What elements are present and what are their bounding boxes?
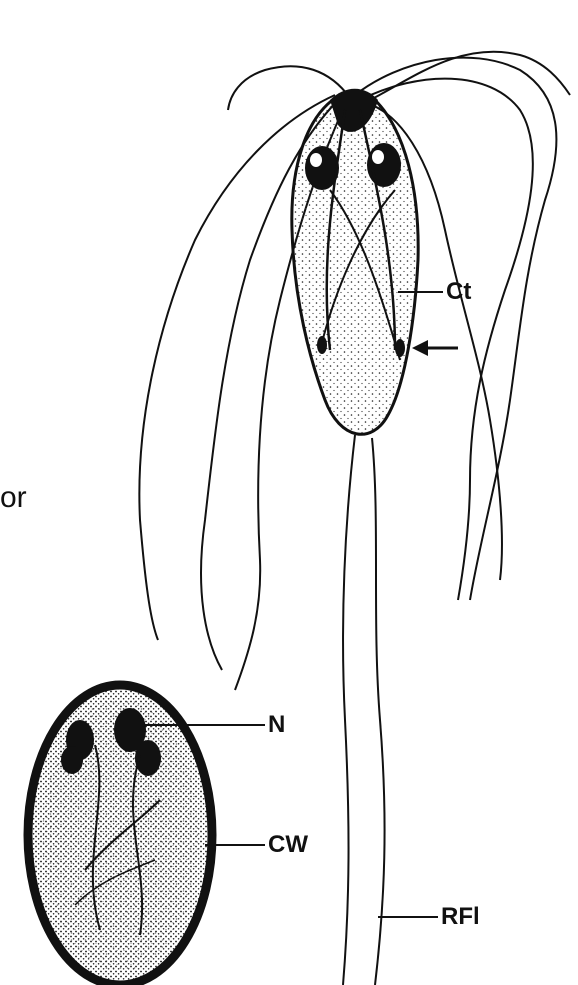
cw-label: CW — [268, 833, 308, 857]
trophozoite-body — [292, 89, 418, 985]
cyst — [28, 685, 212, 985]
side-text: or — [0, 483, 27, 513]
n-label: N — [268, 713, 285, 737]
median-body-arrow — [412, 340, 458, 356]
ct-label: Ct — [446, 280, 471, 304]
rfl-label: RFl — [441, 905, 480, 929]
